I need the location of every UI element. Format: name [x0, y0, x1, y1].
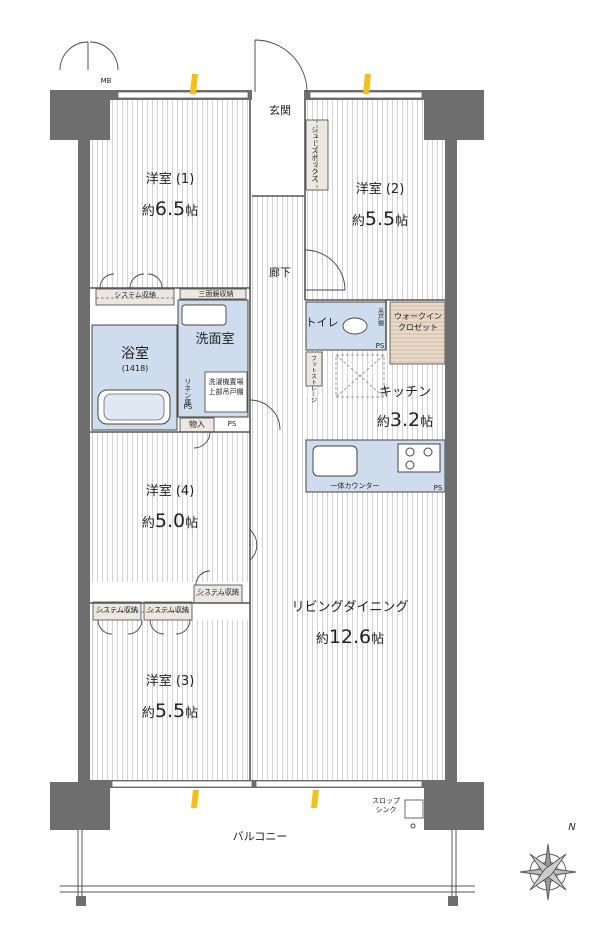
slop-sink [404, 799, 424, 819]
storage-label-4b: システム収納 [147, 606, 189, 614]
western3-size: 約5.5帖 [141, 700, 199, 722]
pillar-bottom-left [50, 782, 110, 830]
toilet-shelf-label: 吊戸棚 [376, 308, 384, 326]
ps-label-3: PS [375, 342, 385, 350]
pillar-top-right [424, 90, 484, 140]
wall-right [445, 92, 457, 790]
pillar-bottom-right [424, 782, 484, 830]
kitchen-size: 約3.2帖 [376, 409, 434, 431]
ps-label-1: PS [183, 403, 193, 411]
toilet-bowl [342, 317, 368, 335]
washroom-label: 洗面室 [195, 332, 235, 347]
walkin-label-2: クロゼット [398, 323, 438, 332]
washer-label-1: 洗濯機置場 [208, 378, 244, 386]
western2-size: 約5.5帖 [351, 208, 409, 230]
hallway-label: 廊下 [269, 266, 291, 279]
stove [397, 443, 441, 473]
western1-floor [90, 100, 250, 288]
storage-label-3: システム収納 [197, 588, 239, 596]
sink [312, 445, 358, 477]
slop-sink-label-1: スロップ [372, 797, 400, 805]
shoe-box-label: シューズボックス [310, 126, 319, 182]
linen-label: リネン庫 [183, 378, 192, 406]
slop-sink-label-2: シンク [375, 806, 397, 814]
wash-basin [181, 304, 227, 326]
counter-label: 一体カウンター [330, 482, 380, 490]
vent-markers [190, 74, 371, 808]
ldk-label: リビングダイニング [291, 600, 409, 615]
washer-label-2: 上部吊戸棚 [208, 388, 244, 396]
foot-storage-area [305, 351, 323, 387]
wall-left [78, 92, 90, 790]
mb-label: MB [100, 77, 112, 85]
western4-label: 洋室 (4) [145, 484, 195, 499]
foot-storage-label: フットストレージ [309, 355, 317, 403]
pillar-top-left [50, 90, 110, 140]
burner-back [405, 460, 415, 470]
kitchen-floor [306, 350, 445, 440]
storage-box-4b [143, 601, 193, 621]
storeroom-label: 物入 [189, 420, 205, 429]
entrance-floor [252, 100, 304, 195]
western4-floor [90, 432, 250, 582]
ldk-size: 約12.6帖 [315, 626, 385, 648]
western1-size: 約6.5帖 [141, 198, 199, 220]
walkin-area [389, 301, 446, 365]
western4-size: 約5.0帖 [141, 510, 199, 532]
ps-label-2: PS [227, 420, 237, 428]
storage-box-4a [92, 601, 142, 621]
western3-label: 洋室 (3) [145, 674, 195, 689]
balcony-post-left [76, 896, 86, 906]
burner-right [423, 447, 433, 457]
balcony-label: バルコニー [232, 830, 288, 843]
storage-label-4a: システム収納 [96, 606, 138, 614]
toilet-label: トイレ [305, 316, 339, 329]
balcony-post-right [448, 896, 458, 906]
north-label: N [568, 822, 576, 833]
walkin-label-1: ウォークイン [394, 312, 442, 321]
entrance-label: 玄関 [269, 104, 291, 117]
western3-floor [90, 620, 250, 780]
storage-label-1: システム収納 [114, 291, 156, 299]
storage-label-mirror: 三面鏡収納 [198, 290, 234, 298]
burner-left [405, 447, 415, 457]
western1-label: 洋室 (1) [145, 172, 195, 187]
kitchen-label: キッチン [378, 385, 431, 400]
bathroom-label: 浴室 [121, 346, 149, 362]
drain [410, 823, 416, 829]
bathroom-sub: (1418) [121, 364, 149, 373]
bathtub-inner [103, 393, 165, 421]
storage-box-1 [95, 288, 175, 306]
hallway-floor [250, 195, 306, 435]
ps-label-4: PS [433, 484, 443, 492]
compass-rose-icon [519, 843, 577, 901]
western2-label: 洋室 (2) [355, 182, 405, 197]
washer-space [204, 371, 248, 413]
storage-box-mirror [179, 288, 247, 300]
